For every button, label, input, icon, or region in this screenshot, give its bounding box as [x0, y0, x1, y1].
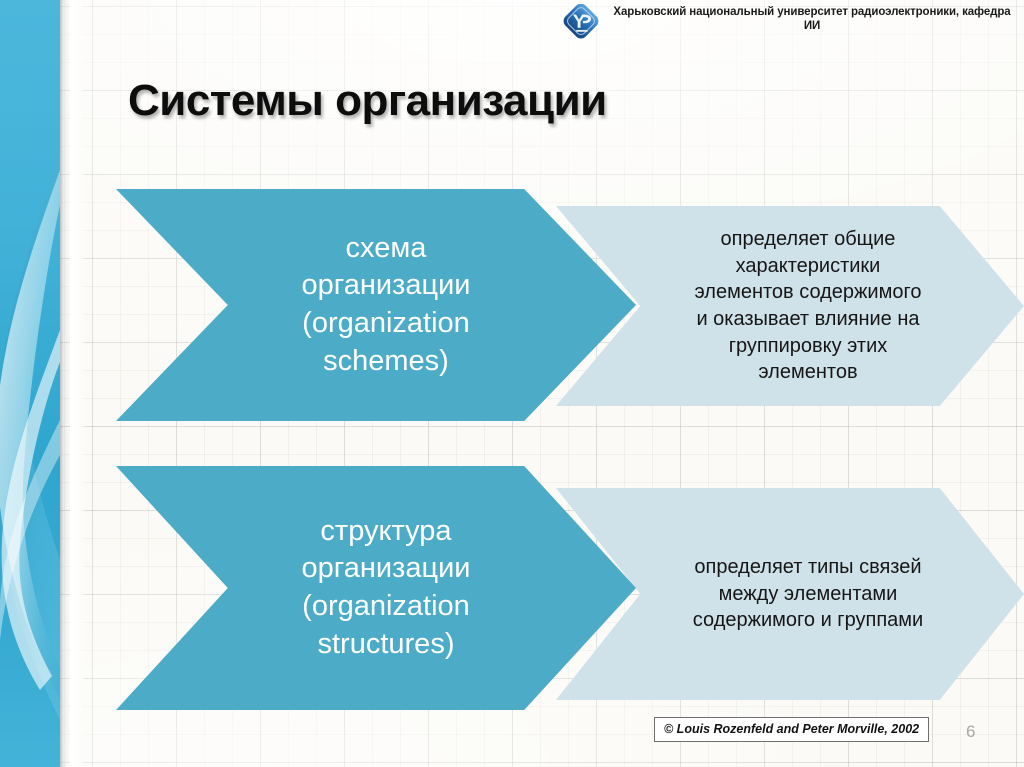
- slide-header: Харьковский национальный университет рад…: [560, 3, 1020, 42]
- band-shadow: [60, 0, 70, 767]
- band-swoosh-graphic: [0, 150, 60, 720]
- university-diamond-logo-icon: [563, 4, 599, 39]
- page-number: 6: [966, 722, 976, 741]
- description-chevron-2-text: определяет типы связей между элементами …: [692, 556, 924, 632]
- citation-box: © Louis Rozenfeld and Peter Morville, 20…: [654, 717, 930, 742]
- term-chevron-2-text: структура организации (organization stru…: [301, 514, 471, 660]
- left-decorative-band: [0, 0, 60, 767]
- description-chevron-1: определяет общие характеристики элементо…: [556, 206, 1024, 406]
- band-edge-strip: [70, 0, 86, 767]
- term-chevron-2: структура организации (organization stru…: [116, 466, 636, 710]
- term-chevron-1-text: схема организации (organization schemes): [301, 231, 471, 377]
- description-chevron-1-text: определяет общие характеристики элементо…: [694, 228, 922, 384]
- page-title: Системы организации: [128, 76, 607, 125]
- header-organization-title: Харьковский национальный университет рад…: [613, 6, 1011, 33]
